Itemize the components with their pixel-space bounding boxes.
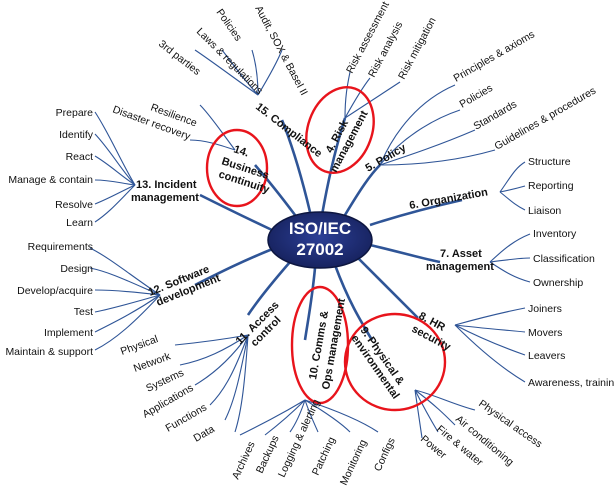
- branch-organization: 6. Organization Structure Reporting Liai…: [408, 156, 573, 217]
- comms-leaf: Archives: [230, 440, 258, 482]
- connector-lines: [89, 49, 531, 439]
- policy-leaf: Guidelines & procedures: [493, 85, 599, 153]
- organization-leaf: Structure: [528, 156, 571, 168]
- continuity-label-line1: 14.: [232, 143, 250, 159]
- risk-branch-line: [320, 117, 347, 216]
- comms-branch-line: [303, 267, 317, 341]
- hr-leaf: Movers: [528, 327, 562, 339]
- branch-hr: 8. HR security Joiners Movers Leavers Aw…: [410, 303, 614, 389]
- asset-leaf: Classification: [533, 253, 595, 265]
- organization-leaf: Liaison: [528, 205, 561, 217]
- continuity-highlight-oval: [205, 128, 269, 208]
- incident-branch-line: [199, 193, 273, 232]
- comms-leaf: Monitoring: [338, 438, 370, 488]
- hub-title-line1: ISO/IEC: [289, 219, 351, 238]
- software-leaf: Design: [60, 263, 93, 275]
- comms-leaf: Configs: [372, 436, 398, 473]
- incident-leaf: Manage & contain: [8, 174, 93, 186]
- software-leaf: Test: [74, 306, 93, 318]
- branch-incident: 13. Incident management Prepare Identify…: [8, 107, 199, 229]
- compliance-branch-line: [280, 119, 312, 213]
- access-leaf: Network: [132, 350, 173, 375]
- asset-leaf: Inventory: [533, 228, 577, 240]
- physical-branch-line: [333, 264, 374, 341]
- physical-highlight-oval: [343, 312, 447, 412]
- branch-software: 12. Software development Requirements De…: [5, 241, 222, 358]
- comms-leaf: Patching: [310, 435, 338, 477]
- incident-label-line1: 13. Incident: [136, 179, 197, 191]
- highlight-ovals: [205, 86, 447, 412]
- access-leaf: Physical: [119, 333, 160, 358]
- policy-leaf: Standards: [472, 98, 519, 132]
- hub-title-line2: 27002: [296, 240, 343, 259]
- compliance-leaf: Policies: [214, 7, 245, 44]
- software-leaf: Maintain & support: [5, 346, 93, 358]
- compliance-leaf: 3rd parties: [156, 38, 202, 78]
- organization-leaf: Reporting: [528, 180, 574, 192]
- hr-leaf: Leavers: [528, 350, 565, 362]
- incident-leaf: React: [66, 151, 94, 163]
- incident-leaf: Resolve: [55, 199, 93, 211]
- software-leaf: Requirements: [28, 241, 93, 253]
- risk-highlight-oval: [305, 86, 375, 174]
- software-leaf: Implement: [44, 327, 93, 339]
- incident-label-line2: management: [131, 192, 199, 204]
- organization-label: 6. Organization: [408, 186, 489, 212]
- branch-asset: 7. Asset management Inventory Classifica…: [426, 228, 595, 289]
- policy-leaf: Principles & axioms: [452, 28, 537, 84]
- hr-leaf: Joiners: [528, 303, 562, 315]
- incident-leaf: Learn: [66, 217, 93, 229]
- asset-leaf: Ownership: [533, 277, 583, 289]
- software-branch-line: [194, 246, 276, 287]
- branch-access: 11. Access control Physical Network Syst…: [119, 299, 284, 444]
- hr-leaf: Awareness, training & education: [528, 377, 614, 389]
- policy-branch-line: [343, 164, 381, 216]
- policy-leaf: Policies: [458, 82, 495, 110]
- asset-label-line1: 7. Asset: [440, 248, 482, 260]
- hr-branch-line: [354, 254, 419, 319]
- organization-branch-line: [369, 198, 463, 227]
- software-leaf: Develop/acquire: [17, 285, 93, 297]
- incident-leaf: Identify: [59, 129, 94, 141]
- continuity-branch-line: [254, 164, 297, 216]
- asset-branch-line: [369, 243, 441, 264]
- asset-label-line2: management: [426, 261, 494, 273]
- incident-leaf: Prepare: [56, 107, 94, 119]
- access-leaf: Data: [192, 423, 217, 445]
- hub-ellipse: [267, 211, 373, 269]
- branch-policy: 5. Policy Principles & axioms Policies S…: [364, 28, 599, 174]
- access-branch-line: [246, 261, 291, 316]
